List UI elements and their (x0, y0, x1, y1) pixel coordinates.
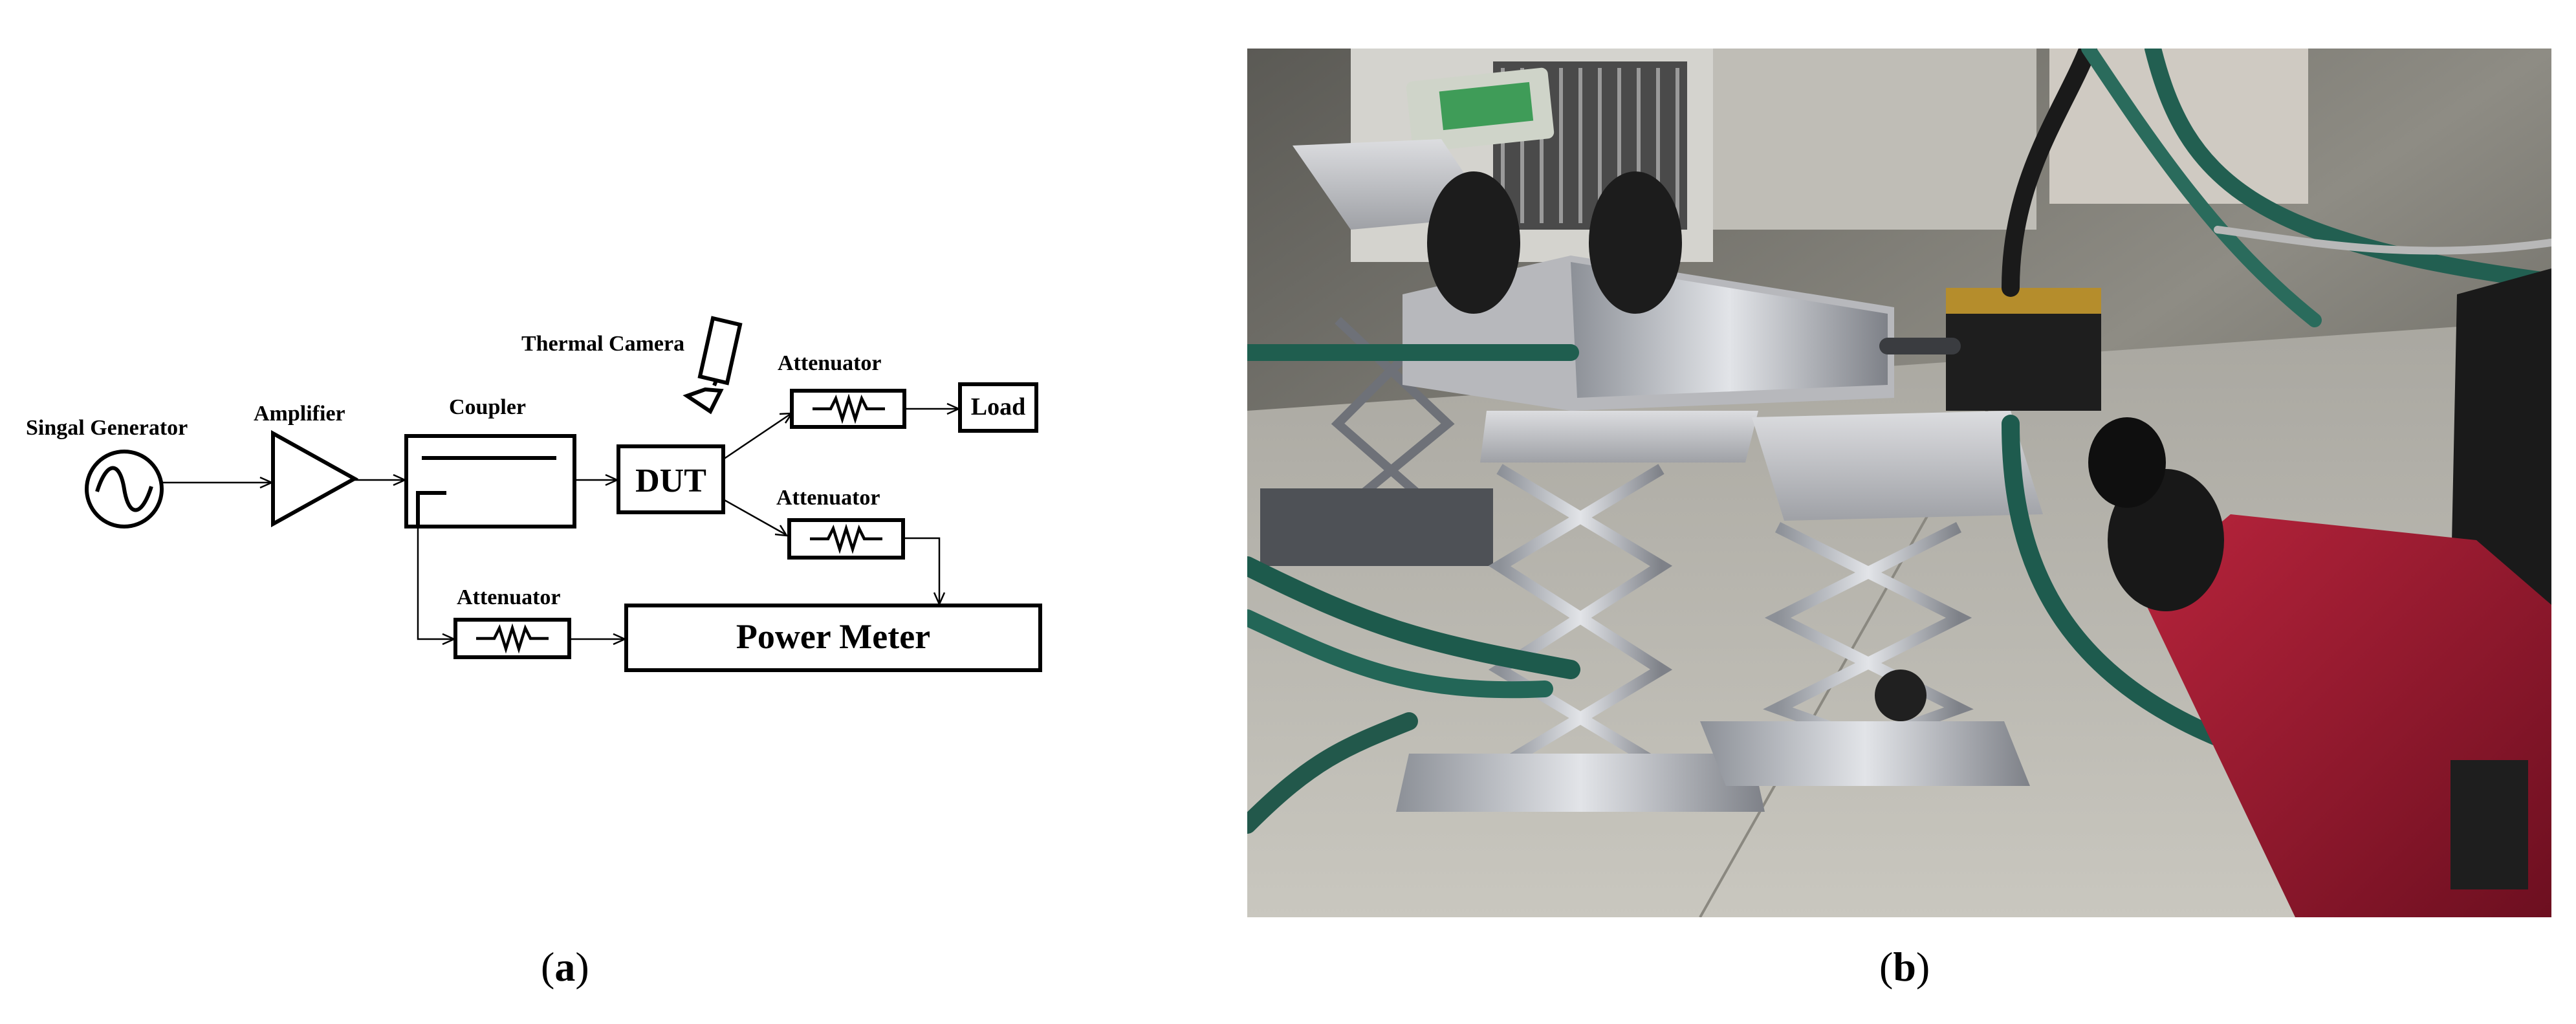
coupler-box (404, 434, 576, 528)
power-meter-label: Power Meter (736, 617, 930, 656)
caption-b-letter: b (1893, 944, 1916, 990)
wire-att-mid-meter (903, 537, 941, 603)
wire-dut-att-top (723, 413, 791, 461)
load-box (958, 382, 1038, 433)
caption-b: (b) (1879, 943, 1930, 991)
caption-b-open: ( (1879, 944, 1894, 990)
dut-label: DUT (635, 463, 706, 499)
coupler-label: Coupler (449, 395, 526, 419)
amplifier-triangle (271, 430, 359, 528)
resistor-icon (810, 523, 882, 554)
wire-dut-att-mid (723, 498, 786, 536)
attenuator-top-box (790, 389, 906, 429)
caption-a-close: ) (575, 944, 589, 990)
resistor-icon (476, 623, 549, 654)
coupler-coupled-line (416, 491, 446, 525)
sine-wave-icon (95, 466, 153, 512)
load-label: Load (971, 393, 1025, 420)
caption-b-close: ) (1916, 944, 1930, 990)
wire-coupler-att-bottom (417, 527, 453, 640)
caption-a-letter: a (554, 944, 576, 990)
thermal-camera-label: Thermal Camera (521, 332, 684, 356)
arrow-dut-att-mid (774, 525, 789, 537)
dut-box (617, 444, 725, 514)
power-meter-box (624, 604, 1042, 672)
resistor-icon (813, 393, 885, 424)
lab-photo (1247, 49, 2551, 917)
caption-a: (a) (541, 943, 589, 991)
attenuator-top-label: Attenuator (778, 351, 882, 375)
attenuator-mid-label: Attenuator (776, 486, 880, 510)
signal-generator-label: Singal Generator (26, 416, 188, 440)
caption-a-open: ( (541, 944, 555, 990)
thermal-camera-icon (682, 316, 743, 415)
block-diagram: Singal Generator Amplifier Coupler DUT T… (26, 316, 1042, 672)
signal-generator (85, 450, 164, 528)
amplifier-label: Amplifier (254, 402, 345, 426)
attenuator-bottom-label: Attenuator (457, 585, 561, 609)
